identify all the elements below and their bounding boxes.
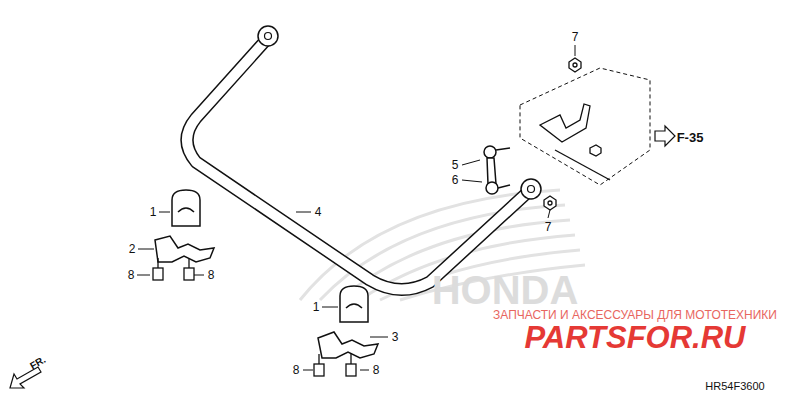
front-arrow	[10, 367, 41, 388]
callout-number: 8	[208, 269, 215, 281]
callout-number: 7	[545, 221, 552, 233]
callout-number: 6	[452, 174, 459, 186]
callout-number: 8	[293, 364, 300, 376]
reference-code: F-35	[677, 131, 704, 144]
frame-outline	[520, 68, 650, 185]
callout-number: 2	[129, 243, 136, 255]
callout-number: 7	[572, 31, 579, 43]
callout-number: 4	[315, 206, 322, 218]
frame-bracket	[540, 104, 610, 180]
brackets	[155, 236, 378, 358]
reference-arrow	[655, 126, 675, 146]
bolts	[153, 258, 356, 376]
callout-number: 3	[392, 331, 399, 343]
callout-number: 5	[452, 159, 459, 171]
leader-lines	[137, 45, 575, 370]
callout-number: 1	[150, 206, 157, 218]
callout-number: 1	[313, 301, 320, 313]
figure-code: HR54F3600	[705, 381, 764, 392]
stabilizer-link	[484, 146, 510, 194]
stabilizer-bar	[187, 26, 541, 290]
watermark-logo: PARTSFOR.RU	[524, 322, 745, 353]
watermark: HONDA	[432, 270, 579, 310]
callout-number: 8	[373, 364, 380, 376]
callout-number: 8	[128, 269, 135, 281]
watermark-text: ЗАПЧАСТИ И АКСЕССУАРЫ ДЛЯ МОТОТЕХНИКИ	[493, 309, 777, 321]
